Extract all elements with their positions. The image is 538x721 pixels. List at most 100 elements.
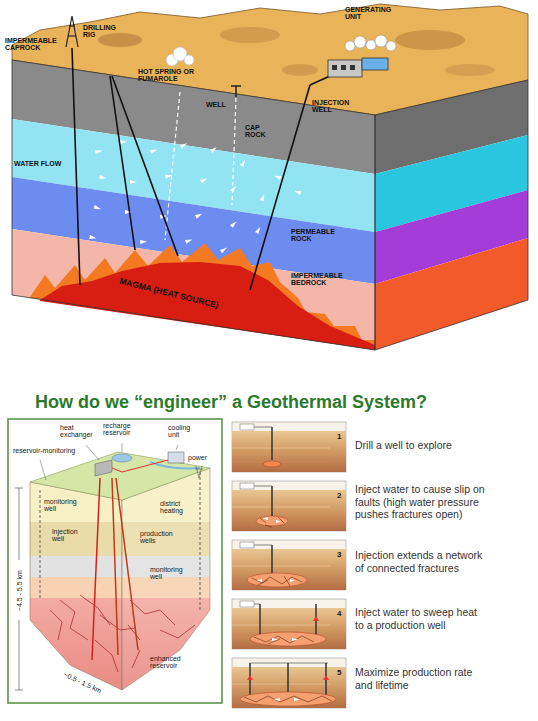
block-outline-part xyxy=(375,80,528,350)
generating-unit-part-part xyxy=(366,40,376,50)
reservoir-cracks-part xyxy=(50,595,195,672)
generating-unit-part xyxy=(362,58,388,70)
water-flow-arrows-part xyxy=(240,159,247,167)
egs-panel-part xyxy=(112,460,168,472)
step-image-part xyxy=(254,636,314,644)
water-flow-arrows-part xyxy=(89,235,97,240)
dimension-line-part xyxy=(19,620,20,690)
step-image xyxy=(232,599,346,649)
step-image-part xyxy=(256,516,288,526)
step-image-part xyxy=(232,549,346,590)
step-image-part xyxy=(254,545,272,546)
egs-panel-part xyxy=(30,482,122,690)
water-flow-arrows-part xyxy=(230,185,238,193)
water-flow-arrows-part xyxy=(255,226,262,234)
dimension-line-part xyxy=(15,488,23,489)
egs-panel-part xyxy=(168,452,184,463)
egs-panel-part xyxy=(112,454,132,462)
step-text: Inject water to cause slip on faults (hi… xyxy=(355,483,485,521)
terrain-surface-part xyxy=(282,64,318,76)
step-number: 5 xyxy=(337,669,341,678)
magma-part xyxy=(30,243,375,350)
step-text: Injection extends a network of connected… xyxy=(355,549,485,574)
wells-part xyxy=(250,85,310,290)
front-face-layers-part xyxy=(12,229,375,350)
drilling-rig-part xyxy=(66,16,78,47)
terrain-surface-part xyxy=(98,33,142,47)
part-label: GENERATING UNIT xyxy=(345,6,399,21)
wells-part xyxy=(72,48,80,285)
step-text: Maximize production rate and lifetime xyxy=(355,666,485,691)
generating-unit-part xyxy=(345,35,396,51)
rising-water-part xyxy=(232,98,236,205)
part-label: monitoring well xyxy=(150,566,186,581)
wells-part xyxy=(310,76,330,85)
water-flow-arrows-part xyxy=(293,189,301,195)
step-image-part xyxy=(232,507,330,508)
part-label: INJECTION WELL xyxy=(312,99,356,114)
egs-panel-part xyxy=(195,466,203,478)
step-image-part xyxy=(272,638,278,641)
right-face-layers xyxy=(375,80,528,350)
leader-line-part xyxy=(86,445,99,460)
front-face-layers xyxy=(12,60,375,350)
terrain-surface-part xyxy=(395,30,465,50)
part-label: recharge reservoir xyxy=(103,422,143,437)
part-label: monitoring well xyxy=(44,498,84,513)
well-head xyxy=(231,86,241,97)
water-flow-arrows-part xyxy=(180,142,188,149)
step-image-part xyxy=(263,517,268,520)
magma-part xyxy=(40,262,375,350)
part-label: enhanced reservoir xyxy=(150,655,192,670)
step-image-part xyxy=(294,698,300,701)
step-text: Drill a well to explore xyxy=(355,439,530,452)
egs-panel-part xyxy=(200,472,201,610)
step-image-part xyxy=(247,573,307,587)
dimension-line-part xyxy=(19,488,20,560)
egs-panel xyxy=(8,419,222,703)
step-image-part xyxy=(232,667,346,708)
leader-line-part xyxy=(40,460,46,480)
step-image xyxy=(232,481,346,531)
dimension-label: ~0.5 - 1.5 km xyxy=(62,670,102,694)
step-image-part xyxy=(232,566,330,567)
generating-unit-part xyxy=(350,65,355,70)
rising-water-part xyxy=(165,92,180,240)
step-image-part xyxy=(257,579,262,582)
magma xyxy=(30,243,375,350)
section-title: How do we “engineer” a Geothermal System… xyxy=(35,392,427,412)
generating-unit-part xyxy=(332,65,337,70)
step-image-part xyxy=(240,424,254,430)
egs-panel-part xyxy=(116,478,138,650)
step-image xyxy=(232,422,346,472)
step-image-part xyxy=(292,638,298,641)
egs-panel-part xyxy=(92,478,100,660)
step-image-part xyxy=(271,427,273,460)
wells xyxy=(72,48,330,290)
water-flow-arrows-part xyxy=(150,148,158,154)
leader-line-part xyxy=(122,443,123,452)
well-head-part xyxy=(231,85,241,87)
water-flow-arrows-part xyxy=(200,177,208,184)
step-image-part xyxy=(290,579,295,582)
step-image xyxy=(232,540,346,590)
part-label: WELL xyxy=(206,101,226,108)
step-image-part xyxy=(244,696,332,702)
step-image-part xyxy=(232,608,346,649)
water-flow-arrows-part xyxy=(195,212,203,219)
drilling-rig-part xyxy=(68,35,76,36)
water-flow-arrows-part xyxy=(185,238,193,244)
step-image-part xyxy=(240,542,254,548)
step-image-part xyxy=(232,448,330,449)
part-label: DRILLING RIG xyxy=(83,24,119,39)
generating-unit xyxy=(328,35,396,77)
generating-unit-part xyxy=(341,65,346,70)
step-image-part xyxy=(254,604,260,605)
step-image-part xyxy=(263,461,281,467)
wells-part xyxy=(110,76,135,250)
generating-unit-part xyxy=(328,60,362,77)
step-image-part xyxy=(259,604,261,637)
step-number: 4 xyxy=(337,610,341,619)
step-image-part xyxy=(250,663,328,664)
